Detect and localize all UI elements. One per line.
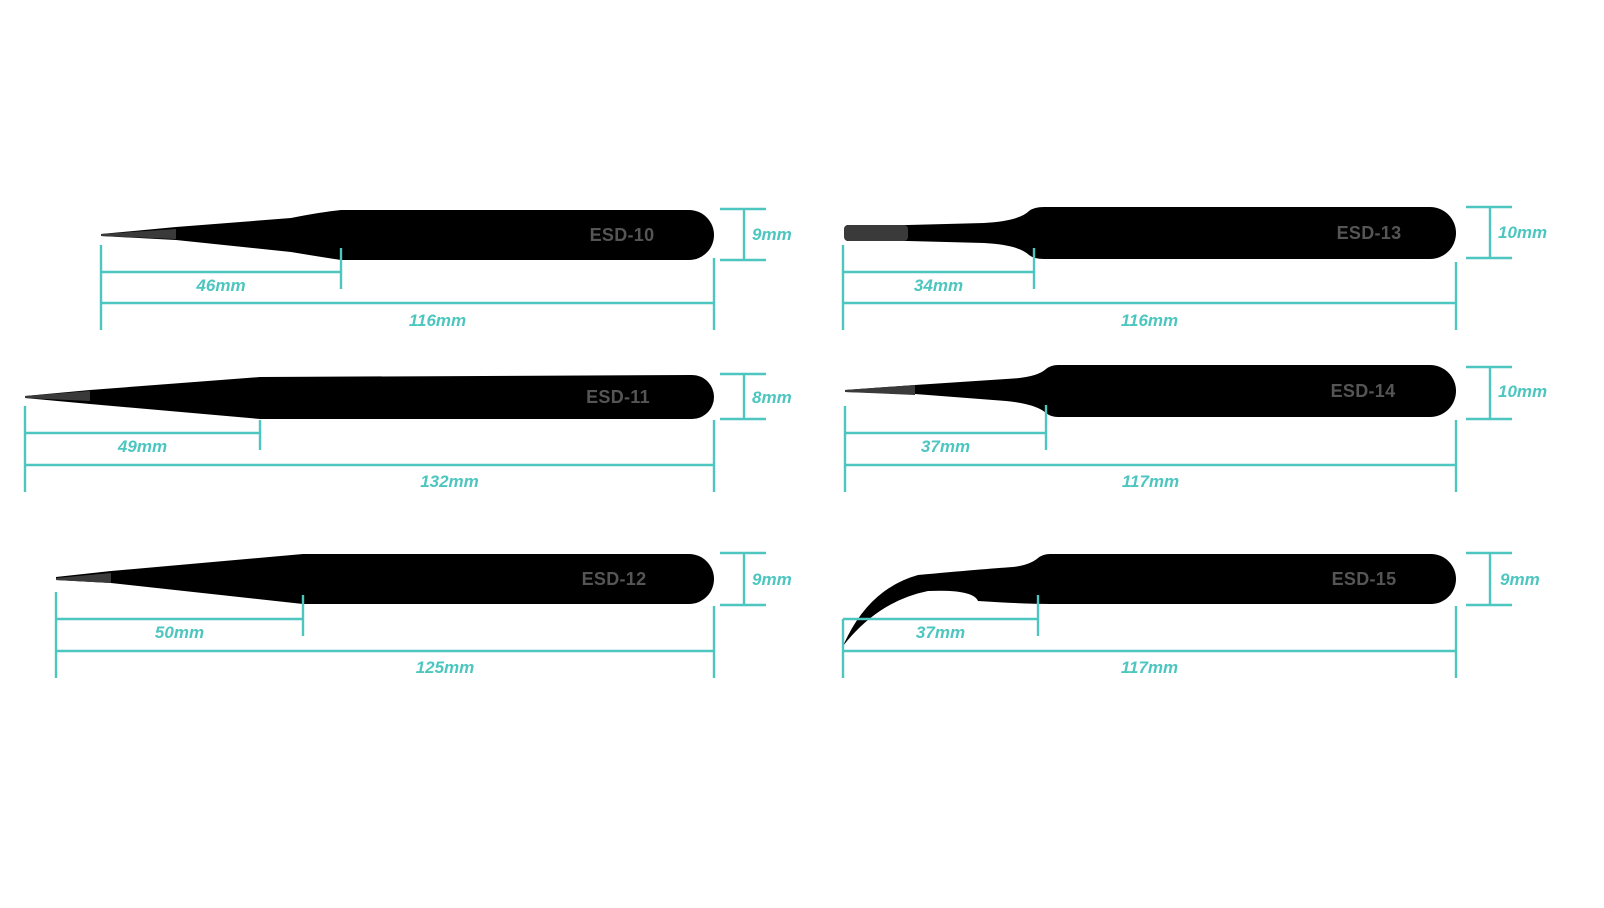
tweezer-body xyxy=(56,554,714,604)
tweezer-tip xyxy=(845,385,915,395)
tweezer-tip xyxy=(844,225,908,241)
width-label: 10mm xyxy=(1498,223,1547,242)
tweezer-body xyxy=(845,365,1456,417)
dimension-lines xyxy=(99,207,766,330)
width-label: 9mm xyxy=(1500,570,1540,589)
tweezer-esd-11: ESD-11 49mm 132mm 8mm xyxy=(23,372,792,492)
width-label: 10mm xyxy=(1498,382,1547,401)
tweezer-esd-13: ESD-13 34mm 116mm 10mm xyxy=(841,205,1547,330)
width-label: 9mm xyxy=(752,570,792,589)
tweezer-esd-12: ESD-12 50mm 125mm 9mm xyxy=(54,551,792,678)
tweezer-body xyxy=(843,554,1456,646)
tweezer-esd-10: ESD-10 46mm 116mm 9mm xyxy=(99,207,792,330)
model-label: ESD-14 xyxy=(1331,381,1396,401)
tip-length-label: 50mm xyxy=(155,623,204,642)
dimension-lines xyxy=(841,205,1512,330)
tweezer-tip xyxy=(101,229,176,239)
tweezer-body xyxy=(101,210,714,260)
tip-length-label: 34mm xyxy=(914,276,963,295)
tip-length-label: 49mm xyxy=(117,437,167,456)
tweezer-body xyxy=(845,207,1456,259)
dimension-lines xyxy=(54,551,766,678)
tweezer-esd-14: ESD-14 37mm 117mm 10mm xyxy=(843,365,1547,492)
model-label: ESD-10 xyxy=(590,225,655,245)
width-label: 8mm xyxy=(752,388,792,407)
tweezer-esd-15: ESD-15 37mm 117mm 9mm xyxy=(841,551,1540,678)
dimension-lines xyxy=(23,372,766,492)
total-length-label: 116mm xyxy=(409,311,466,330)
tip-length-label: 37mm xyxy=(916,623,965,642)
model-label: ESD-12 xyxy=(582,569,647,589)
total-length-label: 116mm xyxy=(1121,311,1178,330)
tip-length-label: 46mm xyxy=(195,276,245,295)
tip-length-label: 37mm xyxy=(921,437,970,456)
tweezer-tip xyxy=(25,391,90,401)
tweezer-tip xyxy=(56,573,111,583)
dimension-lines xyxy=(843,365,1512,492)
model-label: ESD-13 xyxy=(1337,223,1402,243)
model-label: ESD-11 xyxy=(586,387,650,407)
total-length-label: 117mm xyxy=(1122,472,1179,491)
model-label: ESD-15 xyxy=(1332,569,1397,589)
tweezer-body xyxy=(25,375,714,419)
total-length-label: 125mm xyxy=(416,658,475,677)
width-label: 9mm xyxy=(752,225,792,244)
total-length-label: 132mm xyxy=(420,472,479,491)
dimension-lines xyxy=(841,551,1512,678)
total-length-label: 117mm xyxy=(1121,658,1178,677)
